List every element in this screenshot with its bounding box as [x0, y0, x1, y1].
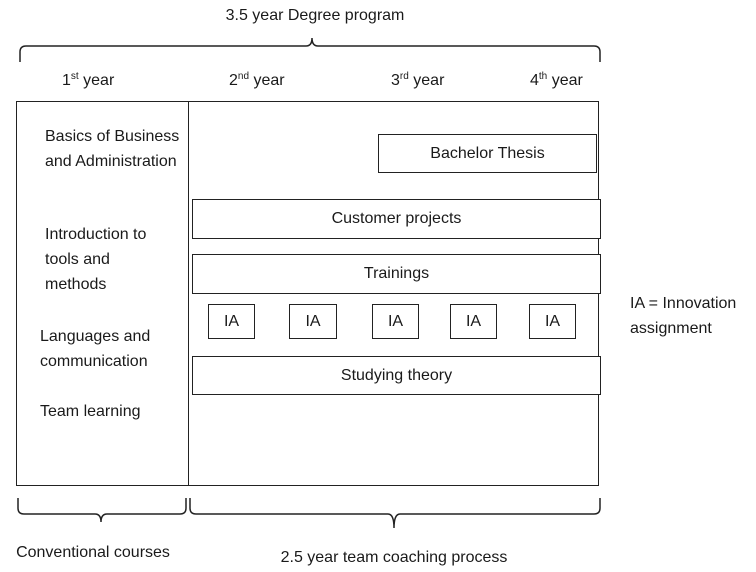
team-coaching-label: 2.5 year team coaching process [280, 549, 508, 566]
course-languages-communication: Languages and communication [40, 328, 151, 370]
bottom-left-brace [17, 498, 187, 523]
ia-box-3: IA [372, 304, 419, 339]
ia-box-1: IA [208, 304, 255, 339]
course-business-administration: Basics of Business and Administration [45, 128, 180, 170]
ia-box-4: IA [450, 304, 497, 339]
year-label-3: 3rd year [391, 71, 445, 90]
conventional-courses-label: Conventional courses [16, 544, 170, 561]
bottom-right-brace [189, 498, 601, 529]
studying-theory-block: Studying theory [192, 356, 601, 395]
ia-legend-text: IA = Innovation assignment [630, 295, 737, 337]
first-year-divider [188, 101, 189, 486]
course-tools-methods: Introduction to tools and methods [45, 226, 147, 293]
ia-box-5: IA [529, 304, 576, 339]
trainings-block: Trainings [192, 254, 601, 294]
year-label-1: 1st year [62, 71, 115, 90]
course-team-learning: Team learning [40, 403, 141, 420]
bachelor-thesis-block: Bachelor Thesis [378, 134, 597, 173]
ia-legend: IA = Innovation assignment [630, 291, 755, 341]
customer-projects-block: Customer projects [192, 199, 601, 239]
ia-box-2: IA [289, 304, 337, 339]
top-brace [19, 37, 601, 62]
year-label-2: 2nd year [229, 71, 285, 90]
program-title: 3.5 year Degree program [225, 7, 405, 24]
year-label-4: 4th year [530, 71, 583, 90]
